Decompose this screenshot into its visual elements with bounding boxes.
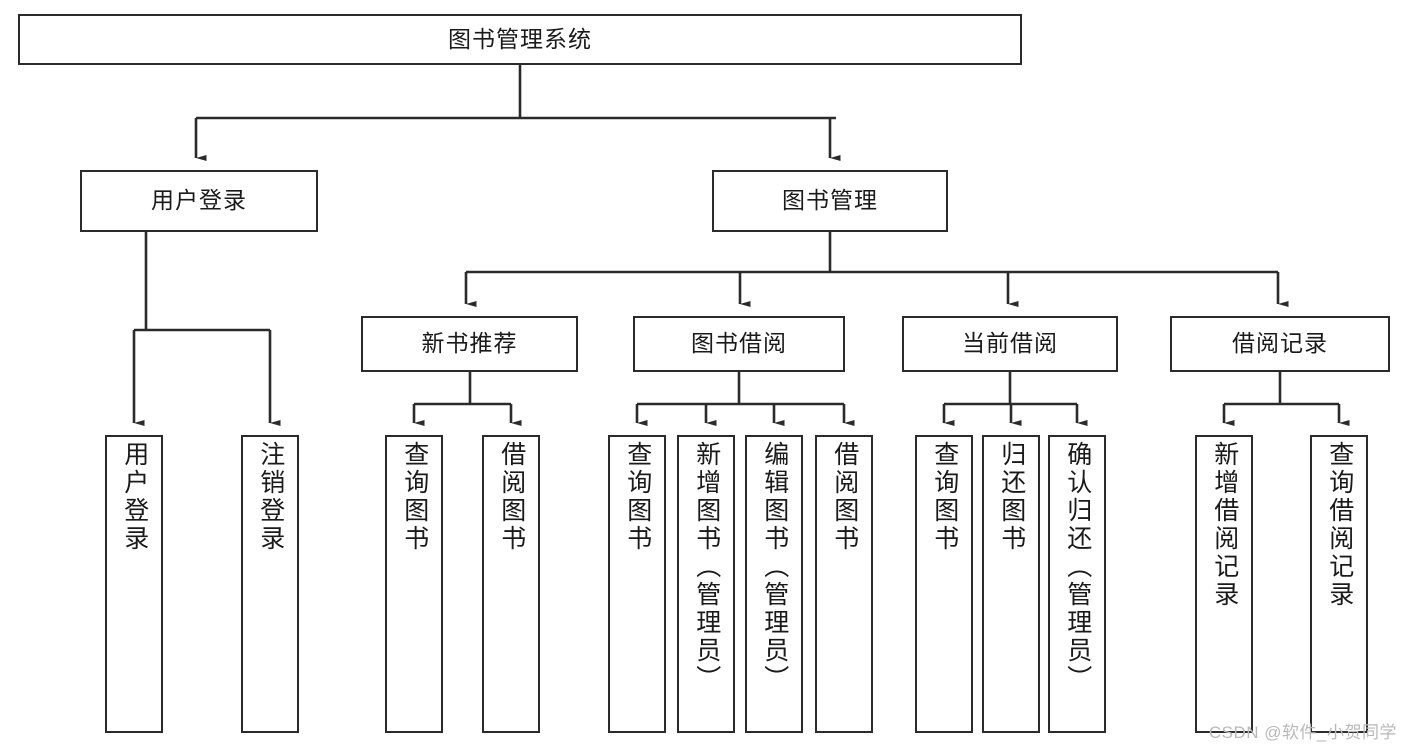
node-label: 借阅图书 <box>830 441 859 553</box>
leaf-borrow-book-recommend[interactable]: 借阅图书 <box>482 435 540 733</box>
node-label: 编辑图书（管理员） <box>760 441 789 693</box>
node-label: 借阅图书 <box>497 441 526 553</box>
watermark-text: CSDN @软件_小贺同学 <box>1208 723 1397 742</box>
node-label: 查询图书 <box>400 441 429 553</box>
leaf-borrow-book[interactable]: 借阅图书 <box>815 435 873 733</box>
node-book-borrow[interactable]: 图书借阅 <box>633 316 845 372</box>
leaf-confirm-return-admin[interactable]: 确认归还（管理员） <box>1048 435 1106 733</box>
node-root-system[interactable]: 图书管理系统 <box>18 14 1022 65</box>
node-book-management[interactable]: 图书管理 <box>712 170 948 232</box>
node-label: 确认归还（管理员） <box>1063 441 1092 693</box>
node-label: 用户登录 <box>120 441 149 553</box>
node-label: 查询图书 <box>930 441 959 553</box>
node-label: 归还图书 <box>997 441 1026 553</box>
leaf-query-book-current[interactable]: 查询图书 <box>915 435 973 733</box>
node-current-borrow[interactable]: 当前借阅 <box>902 316 1118 372</box>
node-label: 注销登录 <box>256 441 285 553</box>
node-label: 新增借阅记录 <box>1210 441 1239 609</box>
node-label: 借阅记录 <box>1232 330 1328 357</box>
leaf-user-login[interactable]: 用户登录 <box>105 435 163 733</box>
node-label: 当前借阅 <box>962 330 1058 357</box>
node-label: 图书管理 <box>782 187 878 214</box>
leaf-logout[interactable]: 注销登录 <box>241 435 299 733</box>
leaf-add-borrow-record[interactable]: 新增借阅记录 <box>1195 435 1253 733</box>
node-label: 新增图书（管理员） <box>692 441 721 693</box>
node-user-login[interactable]: 用户登录 <box>80 170 318 232</box>
node-label: 图书借阅 <box>691 330 787 357</box>
node-label: 查询图书 <box>623 441 652 553</box>
leaf-edit-book-admin[interactable]: 编辑图书（管理员） <box>745 435 803 733</box>
node-label: 图书管理系统 <box>448 25 592 52</box>
node-borrow-records[interactable]: 借阅记录 <box>1170 316 1390 372</box>
node-label: 新书推荐 <box>421 330 518 357</box>
leaf-return-book[interactable]: 归还图书 <box>982 435 1040 733</box>
leaf-query-borrow-record[interactable]: 查询借阅记录 <box>1310 435 1368 733</box>
node-label: 用户登录 <box>151 187 247 214</box>
leaf-query-book-recommend[interactable]: 查询图书 <box>385 435 443 733</box>
node-new-book-recommend[interactable]: 新书推荐 <box>361 316 578 372</box>
node-label: 查询借阅记录 <box>1325 441 1354 609</box>
leaf-query-book-borrow[interactable]: 查询图书 <box>608 435 666 733</box>
leaf-add-book-admin[interactable]: 新增图书（管理员） <box>677 435 735 733</box>
